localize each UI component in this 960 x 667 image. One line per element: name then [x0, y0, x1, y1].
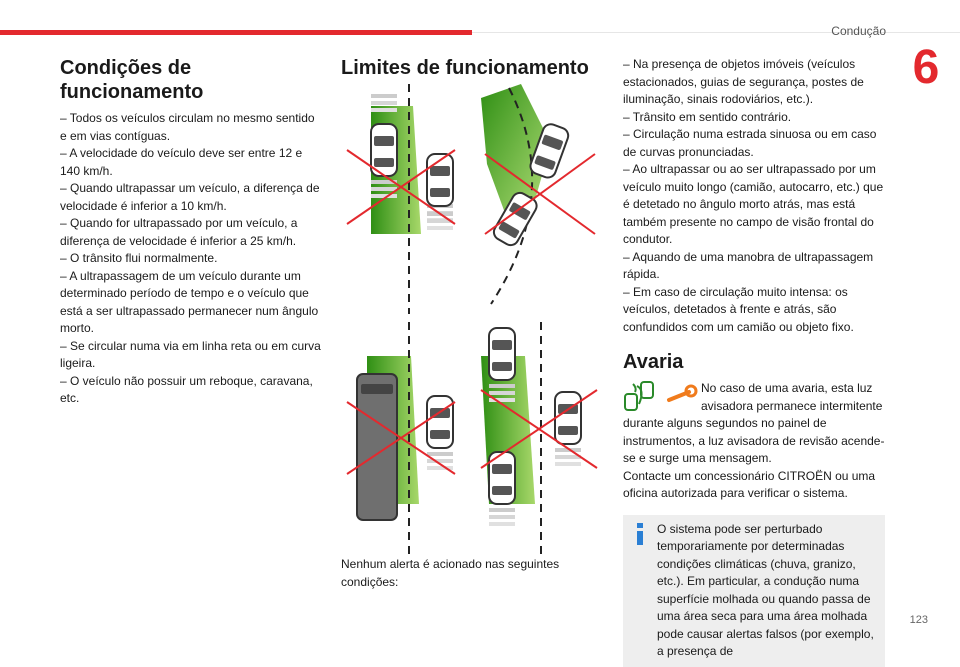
- section-label: Condução: [831, 24, 886, 38]
- panel-stationary-objects: [346, 84, 456, 314]
- info-icon: [637, 522, 643, 545]
- avaria-text: No caso de uma avaria, esta luz avisador…: [623, 381, 885, 465]
- list-item: – Em caso de circulação muito intensa: o…: [623, 284, 854, 334]
- panel-long-vehicle: [346, 322, 456, 554]
- avaria-text-contact: Contacte um concessionário CITROËN ou um…: [623, 468, 876, 501]
- list-item: – Se circular numa via em linha reta ou …: [60, 338, 321, 371]
- list-item: – O veículo não possuir um reboque, cara…: [60, 373, 313, 406]
- figure-caption: Nenhum alerta é acionado nas seguintes c…: [341, 557, 560, 589]
- page-number: 123: [909, 614, 928, 626]
- limits-title: Limites de funcionamento: [341, 57, 589, 79]
- list-item: – A ultrapassagem de um veículo durante …: [60, 268, 319, 336]
- list-item: – Circulação numa estrada sinuosa ou em …: [623, 127, 877, 159]
- blind-spot-illustration: [346, 84, 598, 554]
- top-rule: [472, 32, 960, 33]
- blind-spot-warning-icon: [624, 381, 654, 411]
- warning-lamp-icons: [623, 380, 701, 412]
- conditions-column: Condições de funcionamento – Todos os ve…: [60, 56, 322, 408]
- chapter-number: 6: [912, 41, 940, 94]
- list-item: – Trânsito em sentido contrário.: [623, 109, 792, 124]
- avaria-section: No caso de uma avaria, esta luz avisador…: [623, 380, 885, 503]
- avaria-title: Avaria: [623, 351, 684, 373]
- conditions-list: – Todos os veículos circulam no mesmo se…: [60, 110, 322, 408]
- list-item: – Quando ultrapassar um veículo, a difer…: [60, 181, 320, 213]
- list-item: – Todos os veículos circulam no mesmo se…: [60, 111, 315, 143]
- list-item: – O trânsito flui normalmente.: [60, 251, 218, 265]
- limits-continued-column: – Na presença de objetos imóveis (veícul…: [623, 56, 885, 667]
- list-item: – Na presença de objetos imóveis (veícul…: [623, 57, 864, 106]
- list-item: – Quando for ultrapassado por um veículo…: [60, 216, 298, 248]
- list-item: – A velocidade do veículo deve ser entre…: [60, 146, 303, 178]
- limits-list: – Na presença de objetos imóveis (veícul…: [623, 56, 885, 336]
- info-note: O sistema pode ser perturbado temporaria…: [623, 514, 885, 667]
- list-item: – Aquando de uma manobra de ultrapassage…: [623, 249, 874, 282]
- panel-sharp-curve: [481, 84, 596, 305]
- limits-column: Limites de funcionamento: [341, 56, 603, 86]
- list-item: – Ao ultrapassar ou ao ser ultrapassado …: [623, 162, 884, 246]
- panel-heavy-traffic: [480, 322, 598, 554]
- top-accent-bar: [0, 30, 472, 35]
- conditions-title: Condições de funcionamento: [60, 57, 204, 103]
- service-wrench-icon: [667, 384, 698, 402]
